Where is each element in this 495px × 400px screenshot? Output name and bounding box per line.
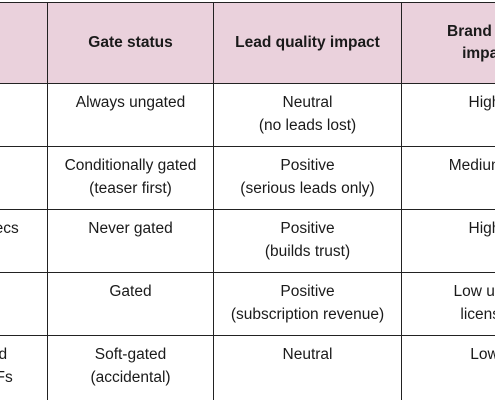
- cell-text: High: [468, 220, 495, 237]
- row-label-cell: [0, 272, 48, 336]
- table-row: ndDFs Soft-gated (accidental) Neutral Low: [0, 335, 495, 400]
- cell-text: Gated: [109, 283, 152, 300]
- cell-text: Medium-H: [448, 157, 495, 174]
- lead-quality-cell: Neutral: [213, 335, 402, 400]
- gate-status-cell: Soft-gated (accidental): [47, 335, 214, 400]
- lead-quality-cell: Positive (builds trust): [213, 209, 402, 273]
- cell-text: Neutral: [282, 94, 333, 111]
- brand-visibility-cell: Low unle license: [401, 272, 495, 336]
- cell-text: (serious leads only): [240, 180, 375, 197]
- cell-text: Low unle: [453, 283, 495, 300]
- row-label-cell: [0, 146, 48, 210]
- lead-quality-cell: Positive (subscription revenue): [213, 272, 402, 336]
- brand-visibility-cell: Medium-H: [401, 146, 495, 210]
- cell-text: (builds trust): [264, 243, 351, 260]
- table-row: Gated Positive (subscription revenue) Low u…: [0, 272, 495, 336]
- cell-text: specs: [0, 220, 19, 237]
- cell-text: High: [468, 94, 495, 111]
- cell-text: Neutral: [282, 346, 333, 363]
- table-row: Conditionally gated (teaser first) Positiv…: [0, 146, 495, 210]
- row-label-cell: specs: [0, 209, 48, 273]
- lead-quality-cell: Positive (serious leads only): [213, 146, 402, 210]
- cell-text: Positive: [280, 220, 335, 237]
- cell-text: Soft-gated: [94, 346, 167, 363]
- row-label-cell: [0, 83, 48, 147]
- cell-text: Positive: [280, 157, 335, 174]
- cell-text: (no leads lost): [258, 117, 357, 134]
- cell-text: DFs: [0, 369, 13, 386]
- gate-status-cell: Always ungated: [47, 83, 214, 147]
- header-content-type: [0, 2, 48, 84]
- table-row: specs Never gated Positive (builds trust) Hi…: [0, 209, 495, 273]
- gate-status-cell: Gated: [47, 272, 214, 336]
- cell-text: Conditionally gated: [64, 157, 197, 174]
- cell-text: (accidental): [90, 369, 171, 386]
- table-header-row: Gate status Lead quality impact Brand vi…: [0, 2, 495, 84]
- header-brand-visibility-impact: Brand visi impac: [401, 2, 495, 84]
- cell-text: Low: [470, 346, 495, 363]
- header-lead-quality-impact: Lead quality impact: [213, 2, 402, 84]
- header-gate-status: Gate status: [47, 2, 214, 84]
- row-label-cell: ndDFs: [0, 335, 48, 400]
- brand-visibility-cell: High: [401, 209, 495, 273]
- cell-text: Positive: [280, 283, 335, 300]
- cell-text: nd: [0, 346, 8, 363]
- cell-text: Never gated: [88, 220, 173, 237]
- cell-text: (teaser first): [89, 180, 172, 197]
- gate-status-cell: Conditionally gated (teaser first): [47, 146, 214, 210]
- table-row: Always ungated Neutral (no leads lost) High: [0, 83, 495, 147]
- brand-visibility-cell: High: [401, 83, 495, 147]
- cell-text: license: [460, 306, 495, 323]
- cell-text: (subscription revenue): [230, 306, 385, 323]
- gate-status-cell: Never gated: [47, 209, 214, 273]
- brand-visibility-cell: Low: [401, 335, 495, 400]
- cell-text: Always ungated: [75, 94, 186, 111]
- lead-quality-cell: Neutral (no leads lost): [213, 83, 402, 147]
